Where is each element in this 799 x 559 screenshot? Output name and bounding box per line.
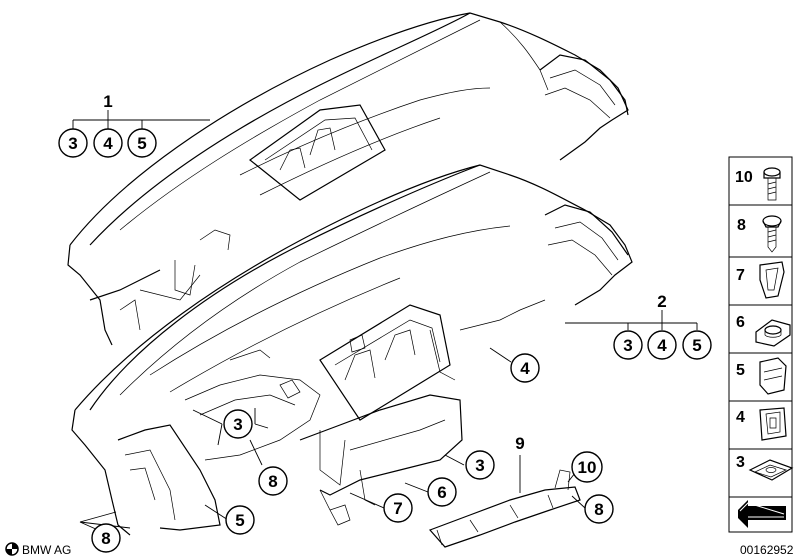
callout-4: 4 bbox=[657, 336, 667, 355]
diagram-id: 00162952 bbox=[740, 543, 794, 557]
bolt-icon bbox=[763, 167, 781, 201]
callout-8-bubble bbox=[584, 494, 614, 524]
legend-cell bbox=[728, 204, 793, 258]
callout-5-bubble bbox=[225, 505, 255, 535]
legend-num: 4 bbox=[736, 409, 745, 426]
callout-9: 9 bbox=[515, 434, 524, 453]
callout-4: 4 bbox=[103, 134, 113, 153]
callout-8-bubble bbox=[258, 466, 288, 496]
callout-7: 7 bbox=[393, 499, 402, 518]
parts-legend: 10 8 7 6 5 bbox=[728, 156, 794, 533]
callout-4-bubble bbox=[93, 128, 123, 158]
callout-6-bubble bbox=[427, 477, 457, 507]
callout-8-bubble bbox=[91, 523, 121, 553]
callout-4-bubble bbox=[647, 330, 677, 360]
callout-2: 2 bbox=[657, 292, 666, 311]
callout-1: 1 bbox=[103, 92, 112, 111]
clip-icon bbox=[759, 407, 787, 441]
spring-nut-icon bbox=[748, 459, 794, 481]
callout-8: 8 bbox=[268, 472, 277, 491]
legend-num: 3 bbox=[736, 454, 745, 471]
clip-nut-icon bbox=[759, 357, 787, 395]
legend-num: 10 bbox=[735, 169, 753, 186]
callout-3: 3 bbox=[68, 134, 77, 153]
callout-8: 8 bbox=[594, 500, 603, 519]
callout-3-bubble bbox=[613, 330, 643, 360]
footer: BMW AG 00162952 bbox=[5, 542, 794, 557]
callout-3: 3 bbox=[475, 456, 484, 475]
screw-icon bbox=[762, 215, 782, 253]
callout-5: 5 bbox=[692, 336, 701, 355]
dashboard-upper bbox=[67, 12, 629, 346]
callout-5: 5 bbox=[137, 134, 146, 153]
callout-3-bubble bbox=[465, 450, 495, 480]
callout-10-bubble bbox=[571, 451, 603, 483]
clip-icon bbox=[759, 261, 785, 299]
callout-3-bubble bbox=[223, 409, 253, 439]
callouts: 1 3 4 5 2 3 4 5 4 3 8 3 6 7 5 8 9 10 bbox=[58, 92, 712, 553]
legend-num: 7 bbox=[736, 267, 745, 284]
direction-arrow-icon bbox=[738, 500, 786, 528]
callout-7-bubble bbox=[383, 493, 413, 523]
callout-5: 5 bbox=[235, 511, 244, 530]
callout-3-bubble bbox=[58, 128, 88, 158]
bracket-part-9 bbox=[428, 469, 581, 548]
callout-3: 3 bbox=[623, 336, 632, 355]
callout-8: 8 bbox=[101, 529, 110, 548]
legend-num: 5 bbox=[736, 362, 745, 379]
brand-label: BMW AG bbox=[22, 543, 71, 557]
callout-4-bubble bbox=[510, 353, 540, 383]
bmw-logo-icon bbox=[5, 542, 19, 556]
callout-3: 3 bbox=[233, 415, 242, 434]
dashboard-lower bbox=[71, 164, 633, 536]
leader-lines bbox=[72, 110, 698, 531]
callout-4: 4 bbox=[520, 359, 530, 378]
callout-6: 6 bbox=[437, 483, 446, 502]
callout-5-bubble bbox=[682, 330, 712, 360]
legend-cell bbox=[728, 448, 793, 498]
legend-cell bbox=[728, 156, 793, 206]
callout-10: 10 bbox=[578, 458, 597, 477]
cap-nut-icon bbox=[755, 319, 791, 347]
callout-5-bubble bbox=[127, 128, 157, 158]
legend-num: 8 bbox=[737, 217, 746, 234]
legend-num: 6 bbox=[736, 314, 745, 331]
